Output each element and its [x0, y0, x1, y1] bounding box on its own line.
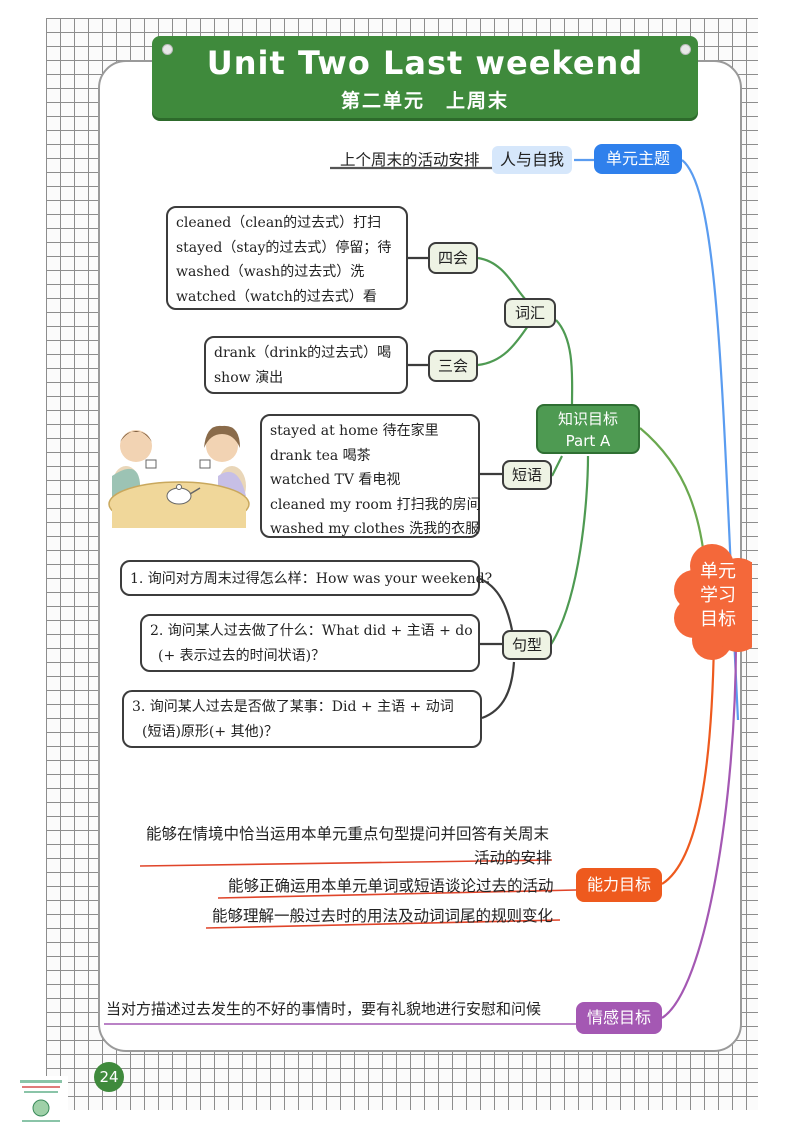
theme-text: 上个周末的活动安排 — [340, 151, 480, 169]
connector-three — [477, 325, 529, 367]
phrase-item: cleaned my room 打扫我的房间 — [270, 496, 481, 513]
connector-sentence — [549, 455, 590, 647]
four-skills-label: 四会 — [428, 242, 478, 274]
vocab-three-box: drank（drink的过去式）喝 show 演出 — [204, 336, 408, 394]
title-english: Unit Two Last weekend — [206, 44, 644, 82]
page-number: 24 — [94, 1062, 124, 1092]
title-banner: Unit Two Last weekend 第二单元 上周末 — [152, 36, 698, 118]
vocab-four-item: cleaned（clean的过去式）打扫 — [176, 215, 382, 231]
grandparents-tea-illustration — [106, 412, 252, 530]
phrase-item: stayed at home 待在家里 — [270, 423, 439, 439]
connector-vocab — [555, 319, 574, 405]
phrases-box: stayed at home 待在家里 drank tea 喝茶 watched… — [260, 414, 481, 538]
publisher-stamp-icon — [14, 1076, 68, 1128]
underline-ability-1 — [139, 859, 553, 867]
vocab-four-box: cleaned（clean的过去式）打扫 stayed（stay的过去式）停留；… — [166, 206, 408, 310]
ability-goal-label: 能力目标 — [576, 868, 662, 902]
connector-four — [477, 256, 529, 303]
emotion-text: 当对方描述过去发生的不好的事情时，要有礼貌地进行安慰和问候 — [106, 1000, 542, 1018]
ability-line-1a: 能够在情境中恰当运用本单元重点句型提问并回答有关周末 — [146, 825, 550, 843]
theme-category: 人与自我 — [492, 146, 572, 174]
unit-goal-line: 单元 — [700, 561, 736, 582]
connector-emotion — [661, 639, 738, 1019]
vocab-four-item: washed（wash的过去式）洗 — [176, 264, 365, 280]
ability-line-1b: 活动的安排 — [474, 849, 552, 867]
sentence-box-1: 1. 询问对方周末过得怎么样：How was your weekend? — [120, 560, 493, 596]
vocab-three-item: drank（drink的过去式）喝 — [214, 345, 392, 361]
pin-icon — [162, 44, 173, 55]
vocab-three-item: show 演出 — [214, 369, 284, 386]
underline-ability-3 — [205, 919, 561, 929]
sentence-3-line2: (短语)原形(+ 其他)？ — [142, 723, 279, 740]
unit-theme-label: 单元主题 — [594, 144, 682, 174]
sentence-2-line1: 2. 询问某人过去做了什么：What did + 主语 + do — [150, 623, 473, 639]
sentence-box-2: 2. 询问某人过去做了什么：What did + 主语 + do (+ 表示过去… — [140, 614, 480, 672]
vocab-four-item: watched（watch的过去式）看 — [176, 288, 377, 305]
connector-phrase — [551, 455, 563, 477]
phrases-label: 短语 — [502, 460, 552, 490]
vocab-four-item: stayed（stay的过去式）停留；待 — [176, 239, 392, 256]
phrase-item: watched TV 看电视 — [270, 472, 401, 488]
sentences-label: 句型 — [502, 630, 552, 660]
phrase-item: washed my clothes 洗我的衣服 — [270, 521, 480, 537]
pin-icon — [680, 44, 691, 55]
ability-line-2: 能够正确运用本单元单词或短语谈论过去的活动 — [228, 877, 554, 895]
phrase-item: drank tea 喝茶 — [270, 447, 371, 464]
emotion-goal-label: 情感目标 — [576, 1002, 662, 1034]
sentence-box-3: 3. 询问某人过去是否做了某事：Did + 主语 + 动词 (短语)原形(+ 其… — [122, 690, 482, 748]
unit-goal-line: 目标 — [700, 609, 736, 630]
unit-goal-line: 学习 — [700, 585, 736, 606]
sentence-2-line2: (+ 表示过去的时间状语)？ — [158, 647, 326, 664]
sentence-1: 1. 询问对方周末过得怎么样：How was your weekend? — [130, 571, 493, 587]
title-chinese: 第二单元 上周末 — [340, 90, 509, 112]
ability-line-3: 能够理解一般过去时的用法及动词词尾的规则变化 — [212, 907, 554, 925]
vocabulary-label: 词汇 — [504, 298, 556, 328]
sentence-3-line1: 3. 询问某人过去是否做了某事：Did + 主语 + 动词 — [132, 699, 454, 715]
underline-ability-2 — [217, 889, 577, 899]
knowledge-goal-part: Part A — [565, 432, 611, 450]
unit-goal-text: 单元 学习 目标 — [700, 560, 744, 632]
three-skills-label: 三会 — [428, 350, 478, 382]
knowledge-goal-node: 知识目标 Part A — [536, 404, 640, 454]
connector-ability — [661, 639, 716, 885]
knowledge-goal-title: 知识目标 — [557, 410, 618, 428]
cloud-shape — [674, 544, 752, 660]
